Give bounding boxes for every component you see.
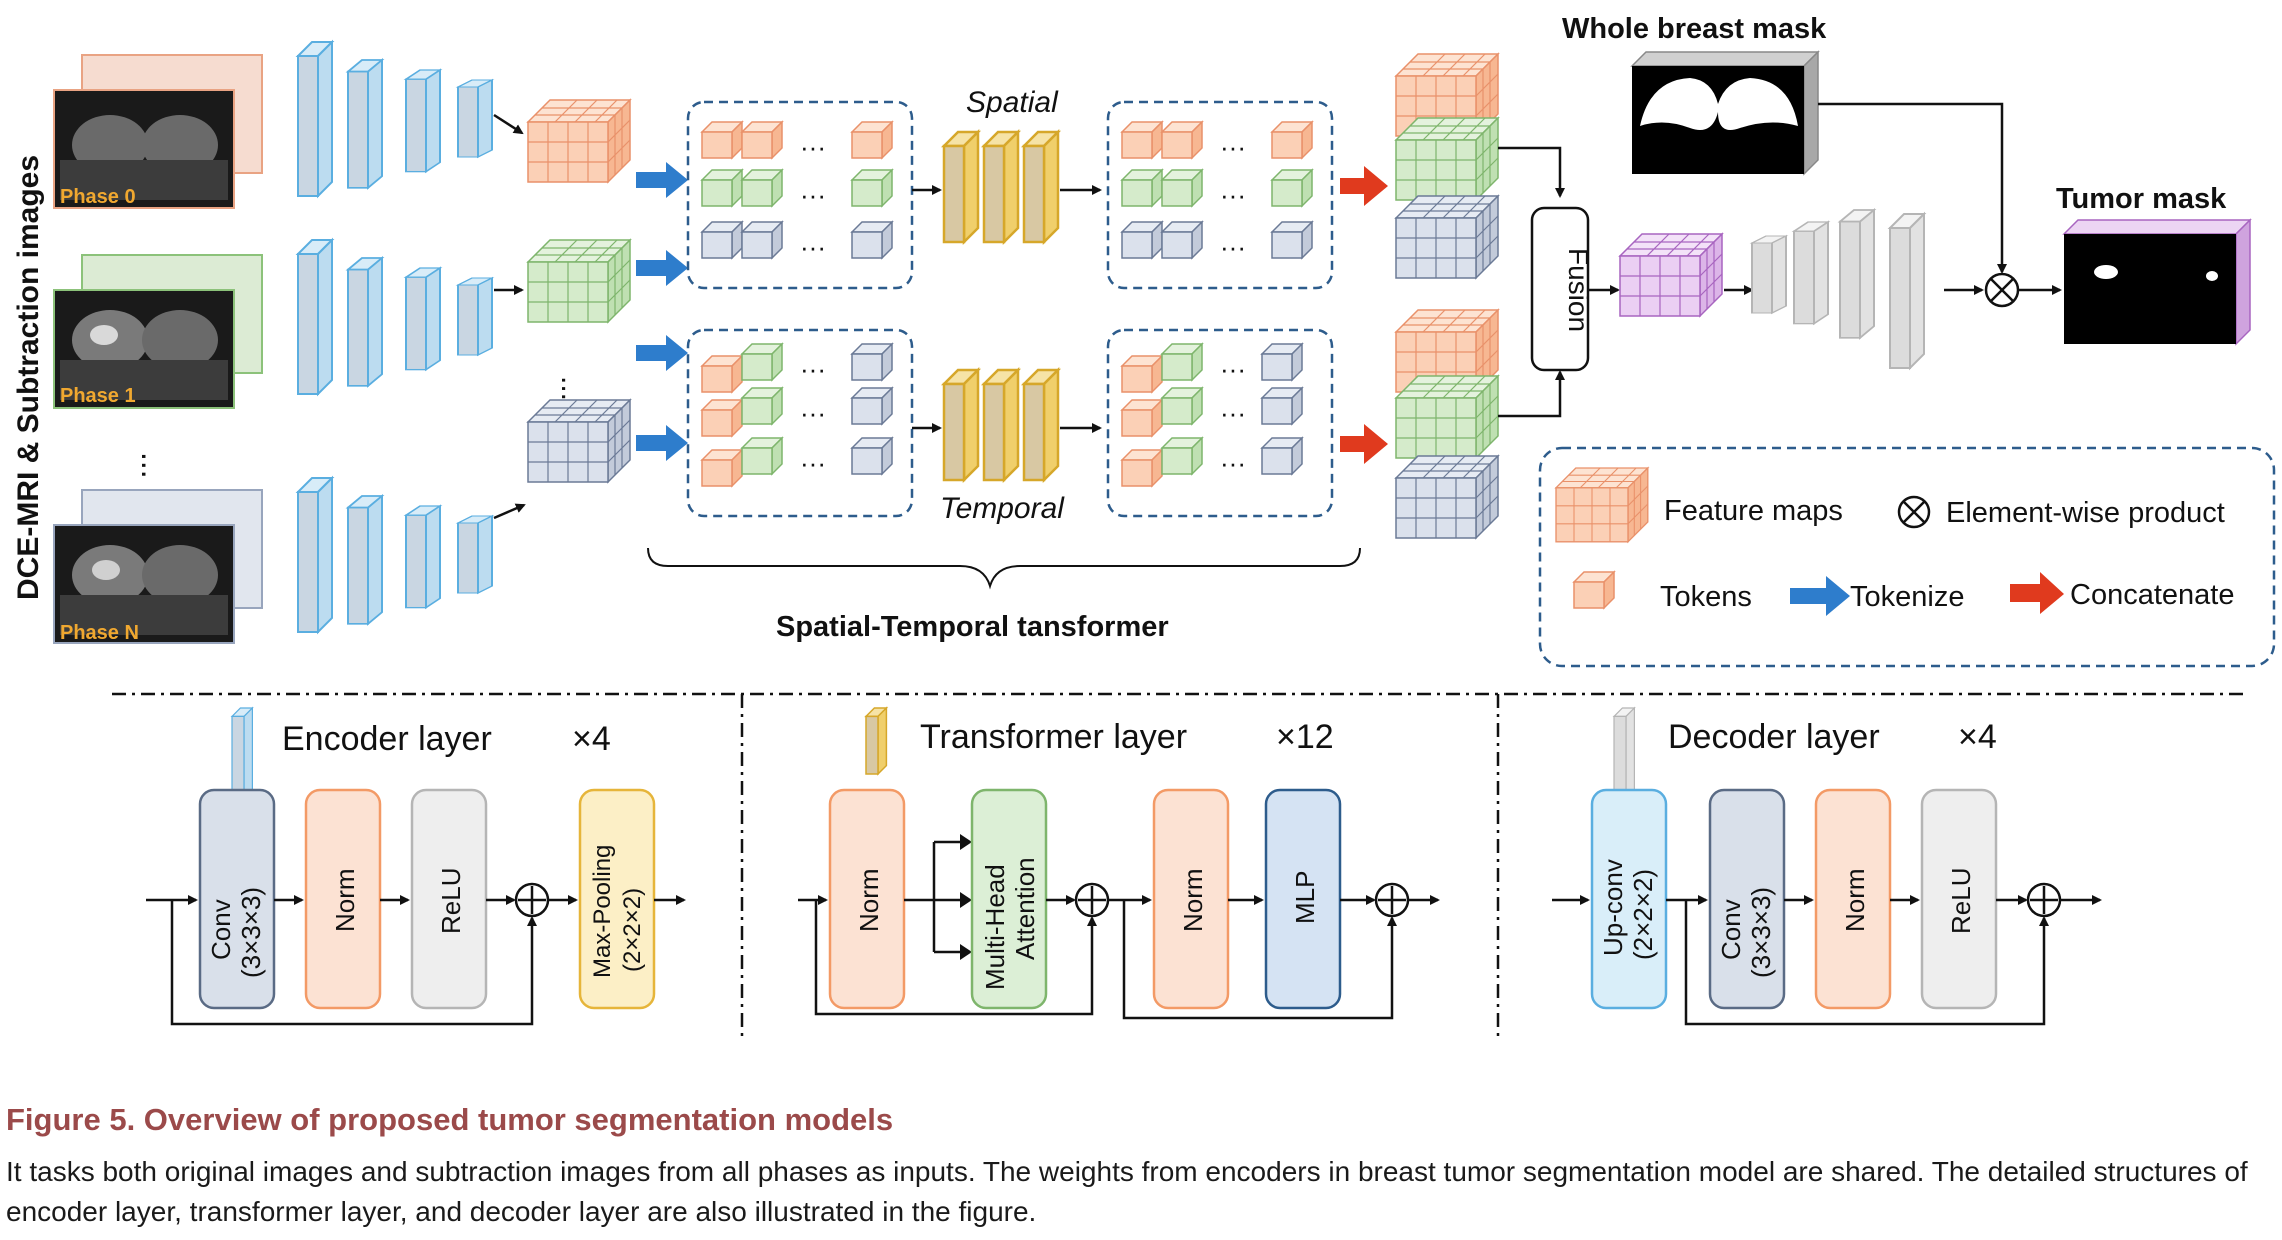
svg-text:Multi-Head: Multi-Head [980,864,1010,990]
feature-map-phase0 [527,99,631,183]
st-transformer-label: Spatial-Temporal tansformer [776,611,1169,643]
concatenate-arrows [1340,166,1388,464]
legend-feature-map-icon [1555,467,1649,543]
spatial-output-tokens-box [1106,100,1334,290]
svg-text:···: ··· [1220,354,1246,384]
legend-tokenize-icon [1790,576,1850,616]
svg-text:Norm: Norm [1178,868,1208,932]
svg-text:···: ··· [800,232,826,262]
svg-text:···: ··· [1220,398,1246,428]
svg-text:ReLU: ReLU [1946,868,1976,934]
svg-text:MLP: MLP [1290,871,1320,924]
decoder-slabs [1751,209,1925,369]
encoder-row-1 [297,239,524,395]
temporal-output-tokens: ··· ··· ··· [1121,343,1303,487]
whole-breast-mask-image [1630,50,1820,176]
svg-text:···: ··· [800,398,826,428]
phaseN-image-stack: Phase N [53,489,263,644]
spatial-input-tokens: ··· ··· ··· [701,121,893,262]
transformer-layer-title: Transformer layer [920,718,1187,756]
figure-caption-body: It tasks both original images and subtra… [6,1156,2248,1227]
svg-text:Up-conv: Up-conv [1598,859,1628,956]
svg-text:Attention: Attention [1010,857,1040,960]
svg-text:···: ··· [800,180,826,210]
tokenize-arrows [636,162,688,461]
tumor-mask-title: Tumor mask [2056,183,2227,215]
legend-feature-maps: Feature maps [1664,495,1843,527]
legend-token-icon [1573,571,1615,609]
svg-text:···: ··· [1220,180,1246,210]
whole-breast-mask-title: Whole breast mask [1562,13,1827,45]
encoder-layer-repeat: ×4 [572,720,611,758]
phase-ellipsis: ... [135,452,171,479]
svg-text:Max-Pooling: Max-Pooling [589,845,616,978]
temporal-input-tokens: ··· ··· ··· [701,343,893,487]
temporal-transformer-blocks [942,368,1060,482]
legend-box [1538,446,2276,668]
svg-text:ReLU: ReLU [436,868,466,934]
temporal-output-tokens-box [1106,328,1334,518]
svg-text:Norm: Norm [1840,868,1870,932]
temporal-label: Temporal [940,492,1065,525]
svg-text:(2×2×2): (2×2×2) [1628,869,1658,960]
svg-text:···: ··· [800,132,826,162]
spatial-transformer-blocks [942,130,1060,244]
spatial-output-tokens: ··· ··· ··· [1121,121,1313,262]
svg-text:Conv: Conv [1716,899,1746,960]
legend-tokens: Tokens [1660,581,1752,613]
legend-concatenate: Concatenate [2070,579,2234,611]
feature-map-phase1 [527,239,631,323]
phase0-image-stack: Phase 0 [53,54,263,209]
architecture-diagram: DCE-MRI & Subtraction images Phase 0 Pha… [12,13,2276,1040]
svg-text:Norm: Norm [330,868,360,932]
feature-map-ellipsis: ... [555,376,588,401]
encoder-layer-detail: Encoder layer ×4 Conv (3×3×3) Norm ReLU … [146,707,686,1026]
tumor-mask-image [2062,218,2252,346]
transformer-layer-detail: Transformer layer ×12 Norm Multi-Head At… [798,707,1440,1020]
svg-text:···: ··· [1220,232,1246,262]
encoder-row-0 [297,41,524,197]
legend-tokenize: Tokenize [1850,581,1964,613]
phaseN-label: Phase N [60,622,139,644]
figure-caption-title: Figure 5. Overview of proposed tumor seg… [6,1102,894,1137]
legend-element-wise: Element-wise product [1946,497,2225,529]
concat-stack-temporal [1395,309,1499,539]
phase1-image-stack: Phase 1 [53,254,263,409]
svg-text:···: ··· [800,354,826,384]
svg-text:···: ··· [800,448,826,478]
phase0-label: Phase 0 [60,186,136,208]
side-title: DCE-MRI & Subtraction images [12,155,45,600]
transformer-layer-repeat: ×12 [1276,718,1334,756]
svg-text:···: ··· [1220,448,1246,478]
decoder-layer-repeat: ×4 [1958,718,1997,756]
decoder-layer-detail: Decoder layer ×4 Up-conv (2×2×2) Conv (3… [1552,707,2102,1026]
svg-text:Conv: Conv [206,899,236,960]
phase1-label: Phase 1 [60,385,136,407]
svg-text:(2×2×2): (2×2×2) [619,888,646,972]
svg-text:···: ··· [1220,132,1246,162]
svg-text:(3×3×3): (3×3×3) [236,887,266,978]
temporal-input-tokens-box [686,328,914,518]
spatial-input-tokens-box [686,100,914,290]
encoder-layer-title: Encoder layer [282,720,492,758]
st-transformer-brace [647,547,1361,590]
legend-concatenate-icon [2010,572,2064,614]
svg-text:(3×3×3): (3×3×3) [1746,887,1776,978]
encoder-row-N [297,477,526,633]
fused-feature-map [1619,233,1723,317]
concat-stack-spatial [1395,53,1499,279]
spatial-label: Spatial [966,86,1059,119]
feature-map-phaseN [527,399,631,483]
svg-text:Norm: Norm [854,868,884,932]
decoder-layer-title: Decoder layer [1668,718,1880,756]
